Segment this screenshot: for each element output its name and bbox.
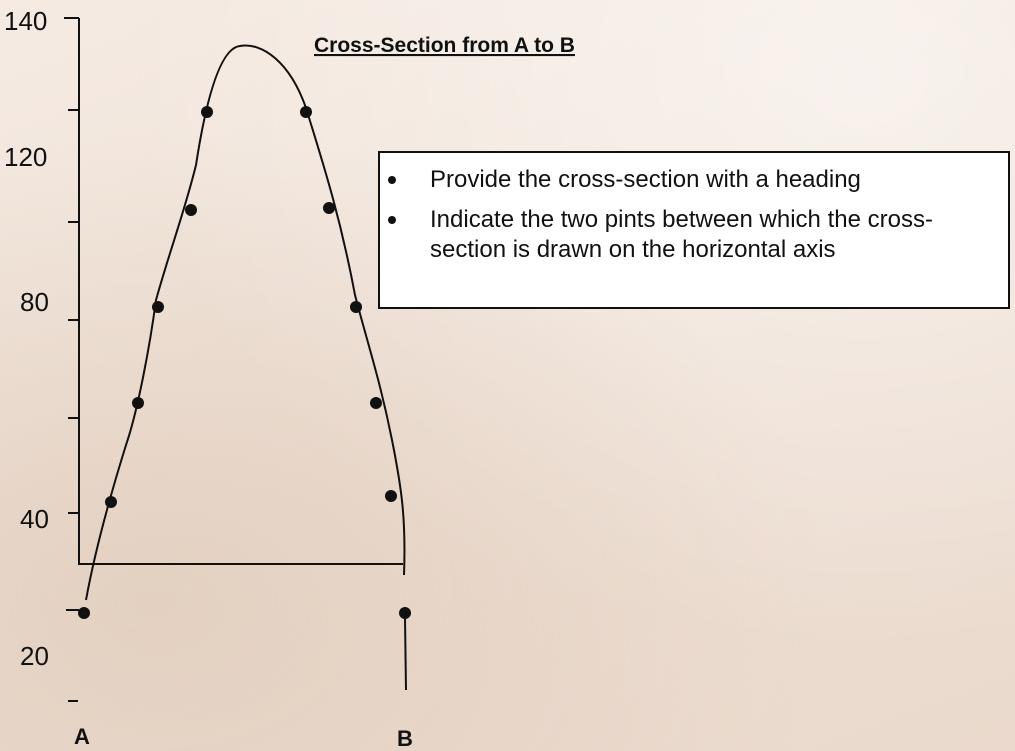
- profile-point: [350, 301, 362, 313]
- profile-point: [323, 202, 335, 214]
- instruction-item: Indicate the two pints between which the…: [388, 205, 998, 265]
- end-point-label: B: [397, 726, 413, 751]
- profile-point: [105, 496, 117, 508]
- y-tick-label: 20: [20, 641, 49, 671]
- profile-point: [370, 397, 382, 409]
- start-point-label: A: [74, 724, 90, 749]
- profile-curve-tail: [404, 617, 407, 691]
- diagram-title: Cross-Section from A to B: [314, 34, 575, 57]
- y-tick-label: 40: [20, 504, 49, 534]
- y-tick-label: 80: [20, 287, 49, 317]
- bullet-icon: [388, 216, 396, 224]
- profile-point: [152, 301, 164, 313]
- profile-point: [399, 607, 411, 619]
- profile-point: [385, 490, 397, 502]
- instruction-text: Indicate the two pints between which the…: [430, 206, 933, 263]
- y-tick-label: 140: [4, 6, 47, 36]
- instruction-text: Provide the cross-section with a heading: [430, 166, 861, 193]
- profile-point: [300, 106, 312, 118]
- instruction-box: Provide the cross-section with a heading…: [378, 151, 1010, 309]
- instruction-list: Provide the cross-section with a heading…: [388, 165, 998, 265]
- y-tick-label: 120: [4, 142, 47, 172]
- profile-point: [78, 607, 90, 619]
- bullet-icon: [388, 176, 396, 184]
- profile-point: [201, 106, 213, 118]
- profile-point: [132, 397, 144, 409]
- instruction-item: Provide the cross-section with a heading: [388, 165, 998, 195]
- profile-point: [185, 204, 197, 216]
- profile-curve: [85, 44, 406, 601]
